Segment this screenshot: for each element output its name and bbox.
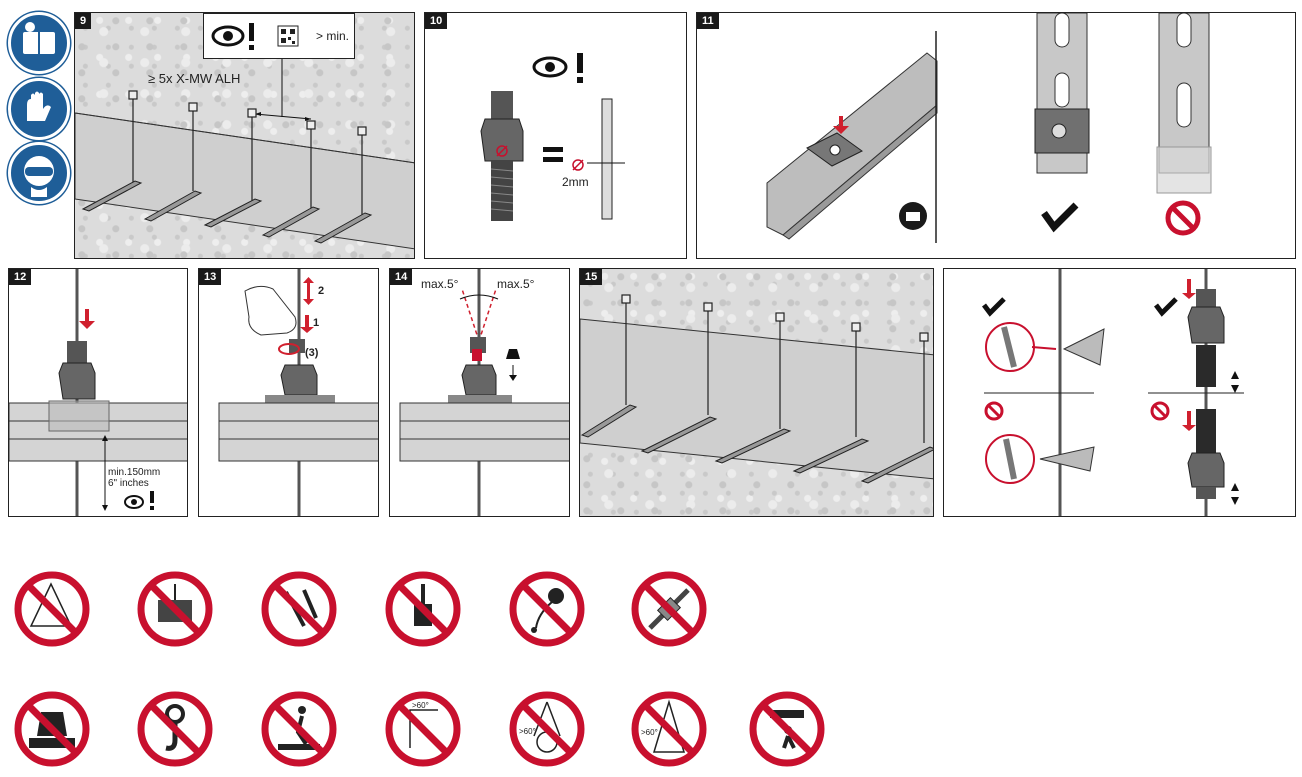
step-13-illustration: [218, 269, 378, 516]
step-number: 13: [199, 269, 222, 285]
angle-label: >60°: [519, 727, 536, 736]
no-welding-sparks-icon: [260, 570, 338, 648]
step-10-panel: 10 2mm: [424, 12, 687, 259]
step-13-panel: 13 2 1 (3): [198, 268, 379, 517]
step-14-panel: 14 max.5° max.5°: [389, 268, 570, 517]
no-angle-over-60-b-icon: >60°: [630, 690, 708, 768]
angle-label: >60°: [641, 728, 658, 737]
step-12-illustration: [9, 269, 187, 516]
anchor-count-label: ≥ 5x X-MW ALH: [148, 71, 241, 86]
inspection-callout: > min.: [203, 13, 355, 59]
no-looped-load-icon: >60°: [508, 690, 586, 768]
no-liquid-contact-icon: [508, 570, 586, 648]
step-number: 15: [580, 269, 603, 285]
angle-label: >60°: [412, 701, 429, 710]
no-overload-icon: [13, 690, 91, 768]
step-number: 11: [697, 13, 719, 29]
step-15-illustration: [580, 294, 933, 484]
max-angle-right-label: max.5°: [497, 277, 535, 291]
no-walking-under-load-icon: [748, 690, 826, 768]
max-angle-left-label: max.5°: [421, 277, 459, 291]
step-14-illustration: [399, 269, 569, 516]
no-splicing-wire-icon: [630, 570, 708, 648]
step-number: 10: [425, 13, 448, 29]
step-9-panel: 9 > min. ≥ 5x X-MW ALH: [74, 12, 415, 259]
wear-eye-protection-icon: [8, 142, 70, 204]
no-painting-icon: [384, 570, 462, 648]
step-12-panel: 12 min.150mm 6" inches: [8, 268, 188, 517]
no-angle-over-60-icon: >60°: [384, 690, 462, 768]
step-10-illustration: [480, 53, 625, 221]
step-15-panel: 15: [579, 268, 934, 517]
step-number: 14: [390, 269, 413, 285]
step-11-panel: 11: [696, 12, 1296, 259]
min-distance-label: min.150mm: [108, 467, 161, 478]
no-standing-on-icon: [260, 690, 338, 768]
no-swinging-load-icon: [136, 570, 214, 648]
step-11-illustration: [766, 13, 1212, 243]
gap-label: 2mm: [562, 175, 589, 189]
min-distance-inches-label: 6" inches: [108, 478, 149, 489]
step-16-illustration: [982, 269, 1244, 516]
step-9-illustration: [75, 59, 414, 250]
step-label-2: 2: [318, 285, 325, 297]
step-label-1: 1: [313, 317, 320, 329]
step-number: 9: [75, 13, 92, 29]
no-lifting-hook-icon: [136, 690, 214, 768]
step-number: 12: [9, 269, 32, 285]
wear-gloves-icon: [8, 78, 70, 140]
read-manual-icon: [8, 12, 70, 74]
min-spacing-label: > min.: [316, 29, 350, 43]
step-16-panel: [943, 268, 1296, 517]
no-angled-load-icon: [13, 570, 91, 648]
step-label-3: (3): [305, 347, 319, 359]
